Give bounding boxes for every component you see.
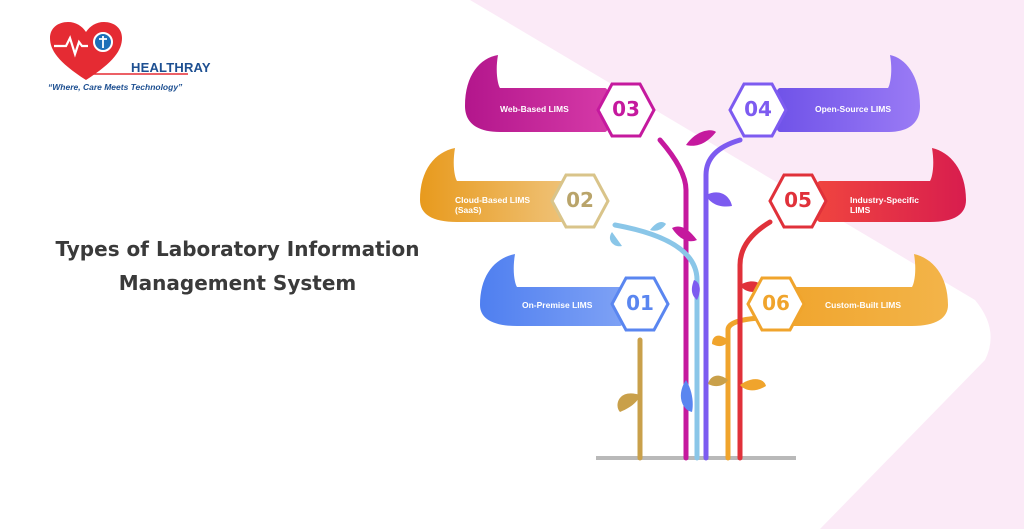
hexagon-01 <box>610 276 670 332</box>
brand-name: HEALTHRAY <box>131 60 211 75</box>
label-web-based: Web-Based LIMS <box>500 104 569 114</box>
number-05: 05 <box>784 188 812 212</box>
title-line-2: Management System <box>118 271 357 295</box>
stems <box>612 137 773 461</box>
leaf-custom-built <box>774 254 948 326</box>
brand-tagline: “Where, Care Meets Technology” <box>48 82 183 92</box>
hexagon-04 <box>728 82 788 138</box>
heart-icon <box>50 22 188 80</box>
leaf-on-premise <box>480 254 626 326</box>
healthray-logo: HEALTHRAY “Where, Care Meets Technology” <box>48 22 211 102</box>
number-06: 06 <box>762 291 790 315</box>
hexagon-06 <box>746 276 806 332</box>
number-04: 04 <box>744 97 772 121</box>
number-02: 02 <box>566 188 594 212</box>
number-03: 03 <box>612 97 640 121</box>
leaf-cloud-based <box>420 148 571 222</box>
label-cloud-based: Cloud-Based LIMS (SaaS) <box>455 195 531 215</box>
hexagon-03 <box>596 82 656 138</box>
page-title: Types of Laboratory Information Manageme… <box>40 232 435 300</box>
label-on-premise: On-Premise LIMS <box>522 300 593 310</box>
label-custom-built: Custom-Built LIMS <box>825 300 902 310</box>
leaf-industry-specific <box>814 148 966 222</box>
leaf-web-based <box>465 55 611 132</box>
hexagon-05 <box>768 173 828 229</box>
label-open-source: Open-Source LIMS <box>815 104 892 114</box>
title-line-1: Types of Laboratory Information <box>55 237 420 261</box>
label-industry-specific: Industry-Specific LIMS <box>850 195 919 215</box>
leaf-open-source <box>774 55 920 132</box>
number-01: 01 <box>626 291 654 315</box>
hexagon-02 <box>550 173 610 229</box>
